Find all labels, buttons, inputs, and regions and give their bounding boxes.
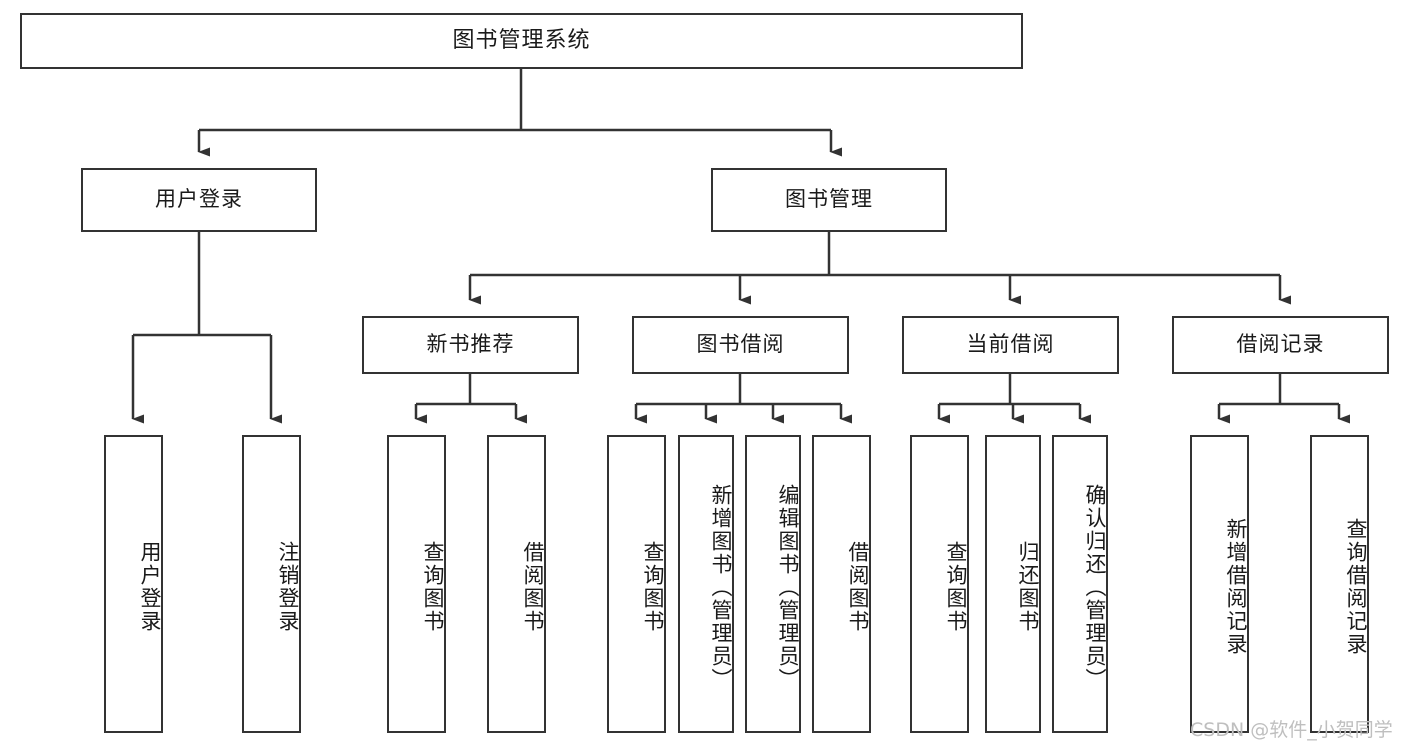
csdn-watermark: CSDN @软件_小贺同学 xyxy=(1190,719,1393,741)
node-borrow-record-label: 借阅记录 xyxy=(1236,332,1325,357)
node-leaf-query-borrow-record-label: 查询借阅记录 xyxy=(1344,518,1368,656)
node-leaf-edit-book-admin[interactable]: 编辑图书（管理员） xyxy=(745,435,801,733)
node-leaf-logout[interactable]: 注销登录 xyxy=(242,435,301,733)
node-leaf-borrow-book[interactable]: 借阅图书 xyxy=(812,435,871,733)
node-leaf-borrow-book-new[interactable]: 借阅图书 xyxy=(487,435,546,733)
node-leaf-borrow-book-label: 借阅图书 xyxy=(846,541,870,633)
node-leaf-edit-book-admin-label: 编辑图书（管理员） xyxy=(776,483,800,691)
node-book-borrow-label: 图书借阅 xyxy=(696,332,785,357)
node-leaf-logout-label: 注销登录 xyxy=(276,541,300,633)
node-leaf-query-borrow-record[interactable]: 查询借阅记录 xyxy=(1310,435,1369,733)
node-leaf-add-book-admin-label: 新增图书（管理员） xyxy=(709,483,733,691)
node-current-borrow-label: 当前借阅 xyxy=(966,332,1055,357)
node-new-book-recommend-label: 新书推荐 xyxy=(426,332,515,357)
node-leaf-query-book-new-label: 查询图书 xyxy=(421,541,445,633)
node-leaf-confirm-return-admin[interactable]: 确认归还（管理员） xyxy=(1052,435,1108,733)
node-leaf-add-book-admin[interactable]: 新增图书（管理员） xyxy=(678,435,734,733)
node-root-label: 图书管理系统 xyxy=(452,27,591,53)
node-current-borrow[interactable]: 当前借阅 xyxy=(902,316,1119,374)
node-leaf-user-login[interactable]: 用户登录 xyxy=(104,435,163,733)
node-leaf-add-borrow-record[interactable]: 新增借阅记录 xyxy=(1190,435,1249,733)
node-book-borrow[interactable]: 图书借阅 xyxy=(632,316,849,374)
node-leaf-confirm-return-admin-label: 确认归还（管理员） xyxy=(1083,483,1107,691)
node-book-management-label: 图书管理 xyxy=(785,187,873,212)
node-leaf-query-book-borrow[interactable]: 查询图书 xyxy=(607,435,666,733)
node-borrow-record[interactable]: 借阅记录 xyxy=(1172,316,1389,374)
node-book-management[interactable]: 图书管理 xyxy=(711,168,947,232)
node-leaf-query-book-current-label: 查询图书 xyxy=(944,541,968,633)
node-leaf-query-book-new[interactable]: 查询图书 xyxy=(387,435,446,733)
node-leaf-return-book[interactable]: 归还图书 xyxy=(985,435,1041,733)
node-leaf-query-book-current[interactable]: 查询图书 xyxy=(910,435,969,733)
node-leaf-add-borrow-record-label: 新增借阅记录 xyxy=(1224,518,1248,656)
node-leaf-user-login-label: 用户登录 xyxy=(138,541,162,633)
node-user-login[interactable]: 用户登录 xyxy=(81,168,317,232)
node-leaf-return-book-label: 归还图书 xyxy=(1016,541,1040,633)
node-leaf-borrow-book-new-label: 借阅图书 xyxy=(521,541,545,633)
node-new-book-recommend[interactable]: 新书推荐 xyxy=(362,316,579,374)
node-root[interactable]: 图书管理系统 xyxy=(20,13,1023,69)
node-user-login-label: 用户登录 xyxy=(155,187,243,212)
node-leaf-query-book-borrow-label: 查询图书 xyxy=(641,541,665,633)
